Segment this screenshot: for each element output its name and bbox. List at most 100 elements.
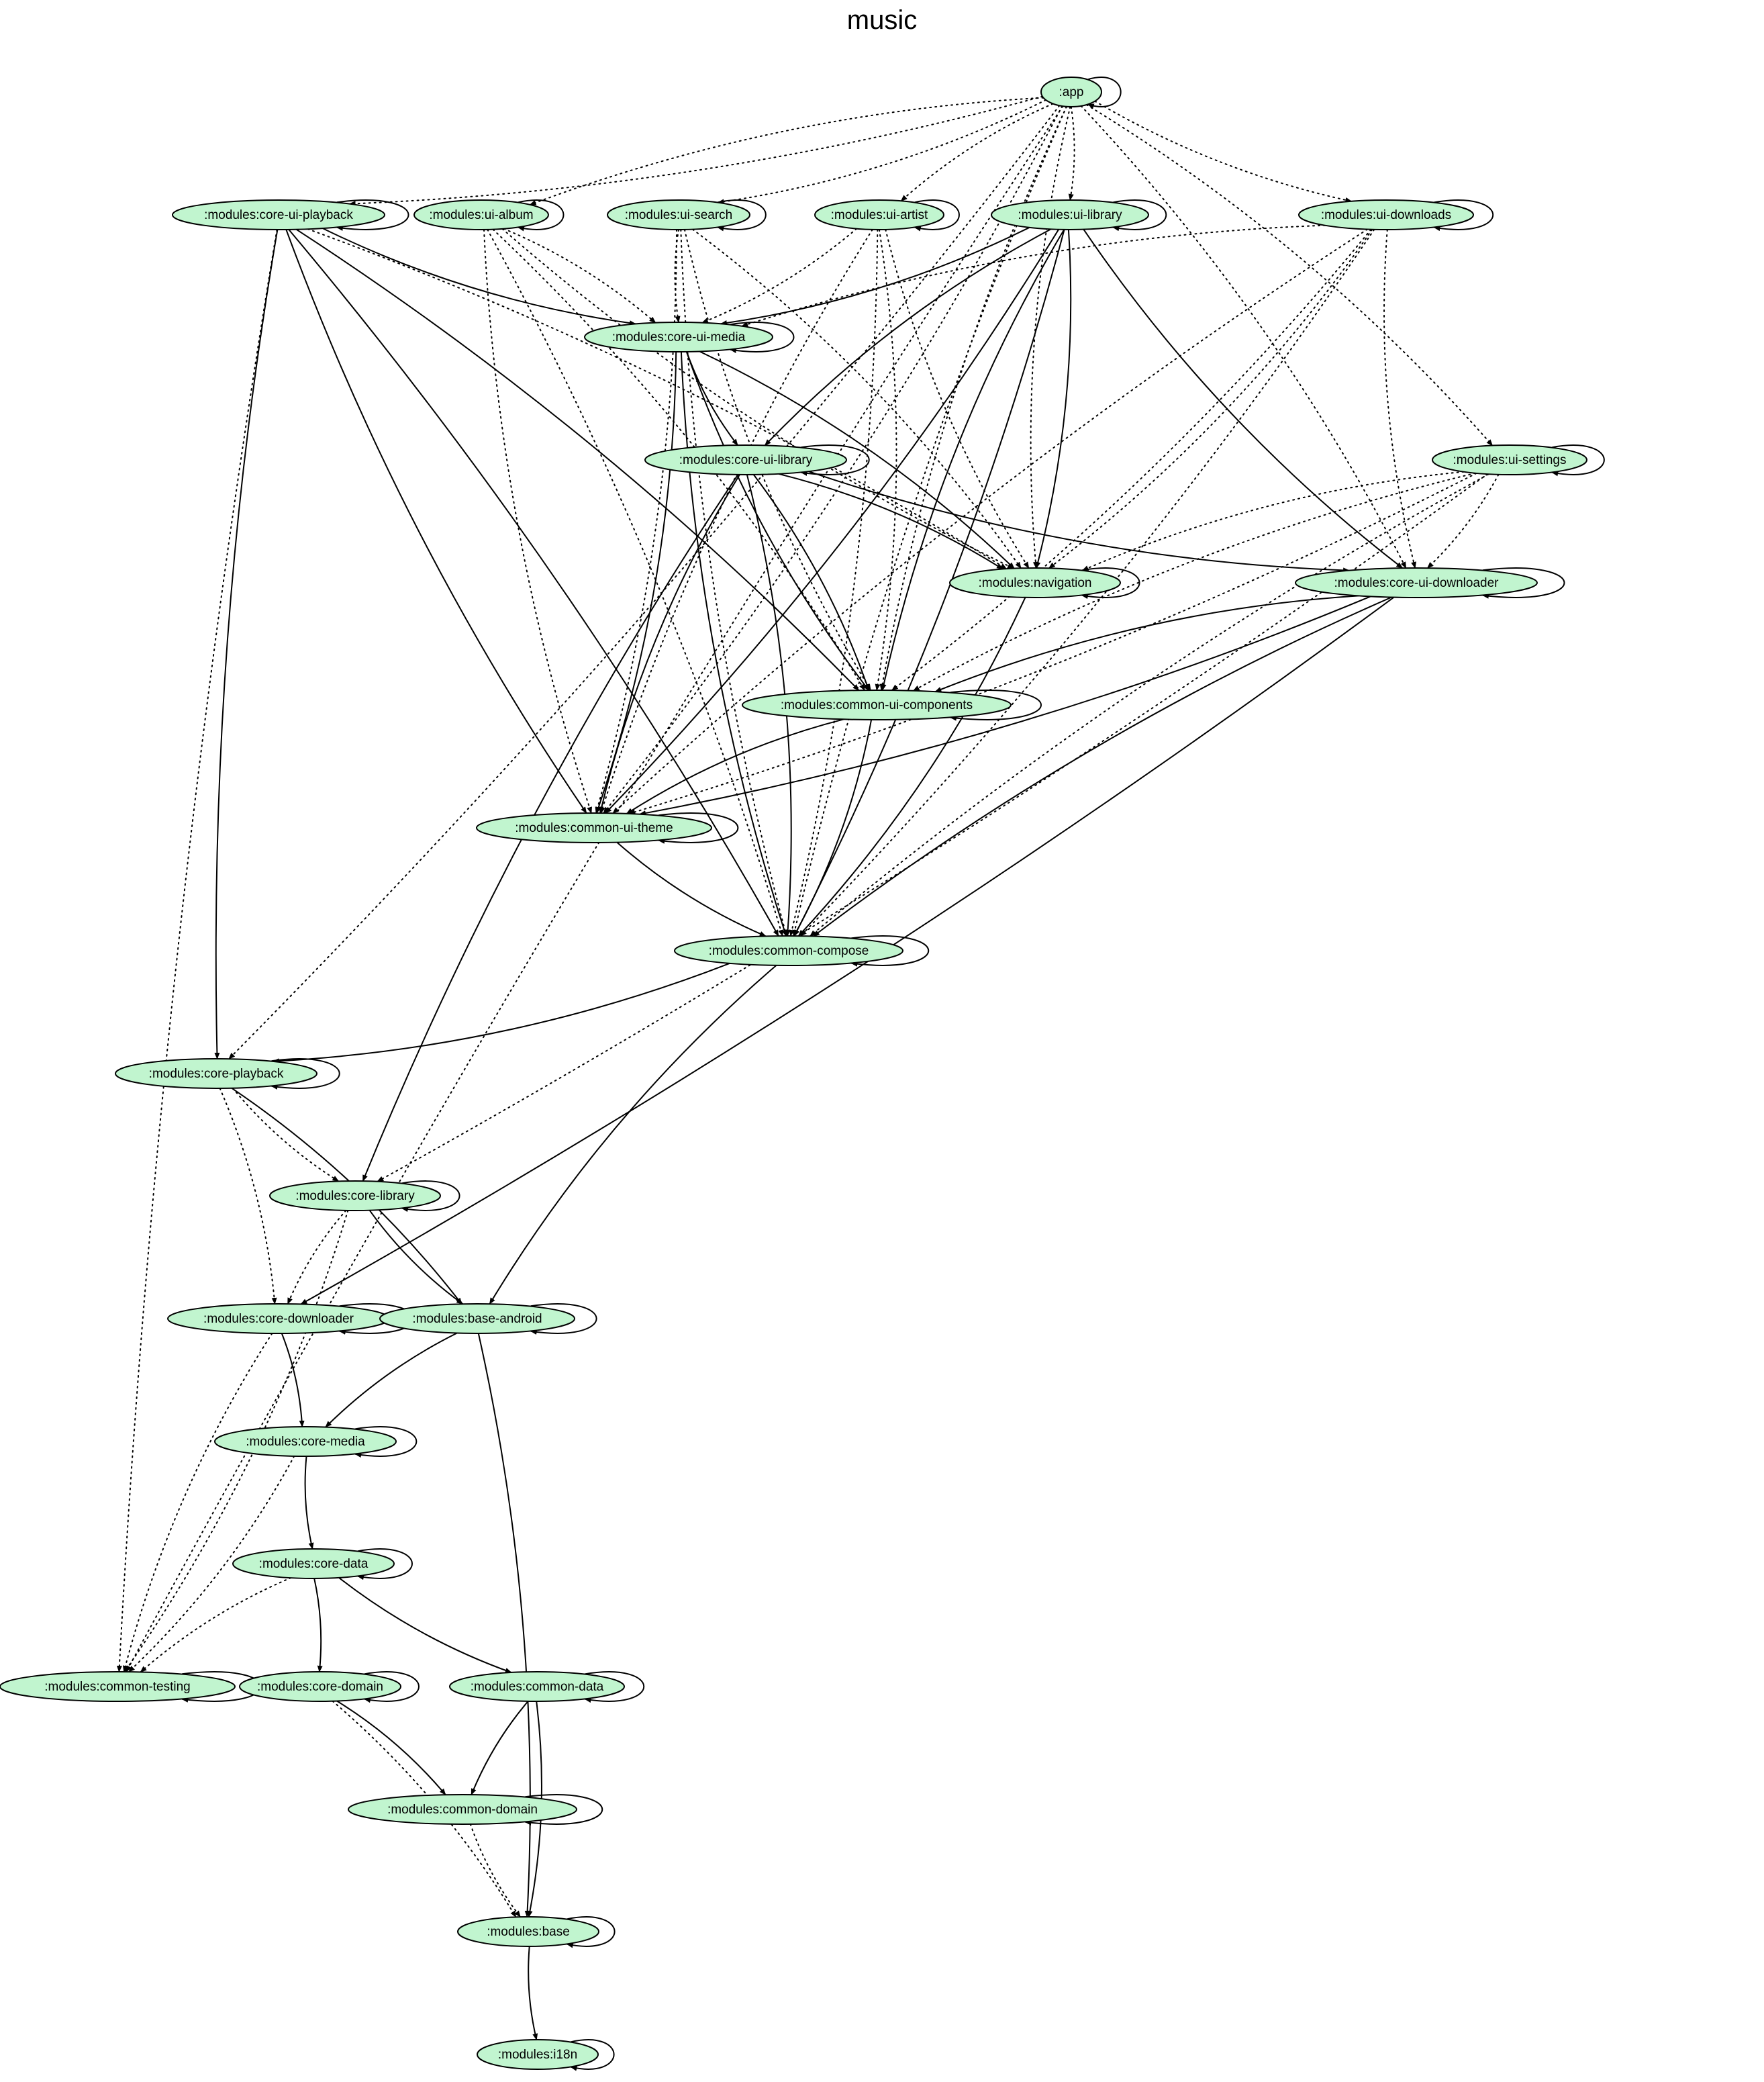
self-loop-base-android bbox=[530, 1303, 597, 1335]
node-ui-library: :modules:ui-library bbox=[991, 199, 1149, 230]
self-loop-line bbox=[530, 1303, 597, 1335]
node-label: :modules:ui-library bbox=[1018, 208, 1122, 222]
node-ellipse bbox=[348, 1794, 577, 1825]
edge-line bbox=[126, 105, 1064, 1673]
edge-core-ui-media-to-common-ui-components bbox=[685, 351, 869, 691]
edge-ui-library-to-core-ui-media bbox=[720, 226, 1030, 326]
edge-app-to-ui-playback bbox=[348, 95, 1044, 207]
edge-app-to-core-playback bbox=[228, 105, 1061, 1060]
edge-line bbox=[605, 229, 1059, 814]
node-label: :modules:core-library bbox=[295, 1189, 415, 1203]
edge-app-to-navigation bbox=[1030, 106, 1071, 569]
node-ui-search: :modules:ui-search bbox=[607, 199, 750, 230]
edge-line bbox=[799, 228, 1375, 937]
edge-line bbox=[348, 95, 1044, 207]
edges-layer bbox=[116, 77, 1605, 2071]
self-loop-core-playback bbox=[271, 1058, 340, 1090]
node-label: :modules:ui-downloads bbox=[1321, 208, 1451, 222]
edge-line bbox=[674, 229, 681, 323]
node-label: :modules:ui-album bbox=[429, 208, 533, 222]
edge-line bbox=[325, 1332, 458, 1428]
edge-ui-search-to-navigation bbox=[691, 228, 1022, 569]
node-core-playback: :modules:core-playback bbox=[115, 1058, 317, 1089]
edge-ui-downloads-to-navigation bbox=[1048, 228, 1373, 569]
edge-ui-search-to-common-ui-theme bbox=[595, 229, 677, 814]
edge-ui-downloads-to-common-ui-components bbox=[891, 228, 1372, 692]
edge-ui-settings-to-navigation bbox=[1081, 471, 1465, 571]
self-loop-ui-library bbox=[1112, 199, 1167, 232]
self-loop-ui-artist bbox=[914, 199, 960, 232]
node-common-ui-theme: :modules:common-ui-theme bbox=[476, 812, 712, 843]
node-ellipse bbox=[674, 935, 903, 966]
self-loop-line bbox=[518, 199, 565, 232]
edge-line bbox=[808, 471, 1351, 573]
node-core-library: :modules:core-library bbox=[269, 1180, 441, 1211]
edge-line bbox=[1081, 471, 1465, 571]
node-label: :modules:common-ui-components bbox=[781, 698, 973, 712]
edge-line bbox=[528, 1946, 538, 2040]
node-label: :modules:i18n bbox=[498, 2048, 577, 2062]
edge-ui-library-to-core-ui-downloader bbox=[1083, 229, 1404, 569]
graph-title: music bbox=[847, 5, 917, 35]
edge-line bbox=[471, 1701, 529, 1796]
self-loop-line bbox=[1433, 199, 1494, 232]
self-loop-line bbox=[800, 444, 870, 476]
edge-line bbox=[812, 596, 1392, 937]
edge-line bbox=[741, 224, 1326, 327]
edge-ui-artist-to-core-ui-media bbox=[701, 228, 858, 324]
self-loop-ui-playback bbox=[336, 199, 409, 231]
edge-ui-artist-to-common-ui-theme bbox=[600, 228, 873, 814]
node-ellipse bbox=[232, 1548, 395, 1579]
edge-line bbox=[616, 841, 767, 937]
node-common-data: :modules:common-data bbox=[449, 1671, 625, 1702]
node-label: :modules:ui-artist bbox=[831, 208, 928, 222]
self-loop-common-domain bbox=[524, 1794, 603, 1826]
node-ellipse bbox=[477, 2039, 599, 2070]
edge-common-ui-theme-to-common-compose bbox=[616, 841, 767, 937]
edge-line bbox=[685, 351, 869, 691]
edge-core-ui-downloader-to-common-compose bbox=[812, 596, 1392, 937]
edge-line bbox=[369, 1210, 464, 1305]
node-label: :modules:core-ui-playback bbox=[204, 208, 353, 222]
edge-line bbox=[701, 228, 858, 324]
edge-line bbox=[1085, 104, 1493, 446]
self-loop-ui-settings bbox=[1551, 444, 1605, 477]
edge-line bbox=[281, 1333, 305, 1427]
edge-line bbox=[683, 228, 872, 691]
self-loop-line bbox=[524, 1794, 603, 1826]
edge-line bbox=[599, 474, 740, 814]
edge-line bbox=[789, 229, 879, 937]
edge-line bbox=[699, 350, 1015, 569]
edge-ui-album-to-navigation bbox=[501, 228, 1014, 569]
self-loop-line bbox=[271, 1058, 340, 1090]
edge-app-to-ui-library bbox=[1068, 106, 1075, 201]
edge-navigation-to-common-compose bbox=[797, 597, 1026, 937]
node-ellipse bbox=[379, 1303, 575, 1334]
edge-app-to-ui-settings bbox=[1085, 104, 1493, 446]
self-loop-line bbox=[1482, 567, 1565, 599]
edge-line bbox=[116, 229, 278, 1672]
edge-ui-album-to-common-compose bbox=[487, 228, 784, 937]
node-label: :modules:common-data bbox=[471, 1680, 604, 1694]
edge-app-to-ui-downloads bbox=[1094, 100, 1353, 203]
edge-core-ui-library-to-common-ui-theme bbox=[599, 474, 740, 814]
edge-app-to-ui-search bbox=[717, 99, 1047, 205]
edge-core-downloader-to-core-media bbox=[281, 1333, 305, 1427]
edge-line bbox=[793, 229, 1065, 937]
node-ellipse bbox=[1432, 444, 1587, 475]
edge-core-playback-to-core-library bbox=[232, 1087, 340, 1182]
edge-line bbox=[1048, 228, 1373, 569]
self-loop-ui-album bbox=[518, 199, 565, 232]
node-label: :modules:core-playback bbox=[149, 1067, 284, 1081]
self-loop-navigation bbox=[1081, 567, 1140, 600]
edge-line bbox=[322, 228, 636, 326]
node-base-android: :modules:base-android bbox=[379, 1303, 575, 1334]
edge-ui-album-to-common-ui-theme bbox=[483, 229, 592, 814]
edge-common-ui-components-to-common-compose bbox=[793, 719, 873, 937]
self-loop-line bbox=[566, 1916, 616, 1948]
edge-app-to-ui-artist bbox=[900, 103, 1054, 202]
edge-line bbox=[304, 1456, 314, 1550]
edge-line bbox=[720, 226, 1030, 326]
edge-app-to-common-testing bbox=[126, 105, 1064, 1673]
self-loop-base bbox=[566, 1916, 616, 1948]
